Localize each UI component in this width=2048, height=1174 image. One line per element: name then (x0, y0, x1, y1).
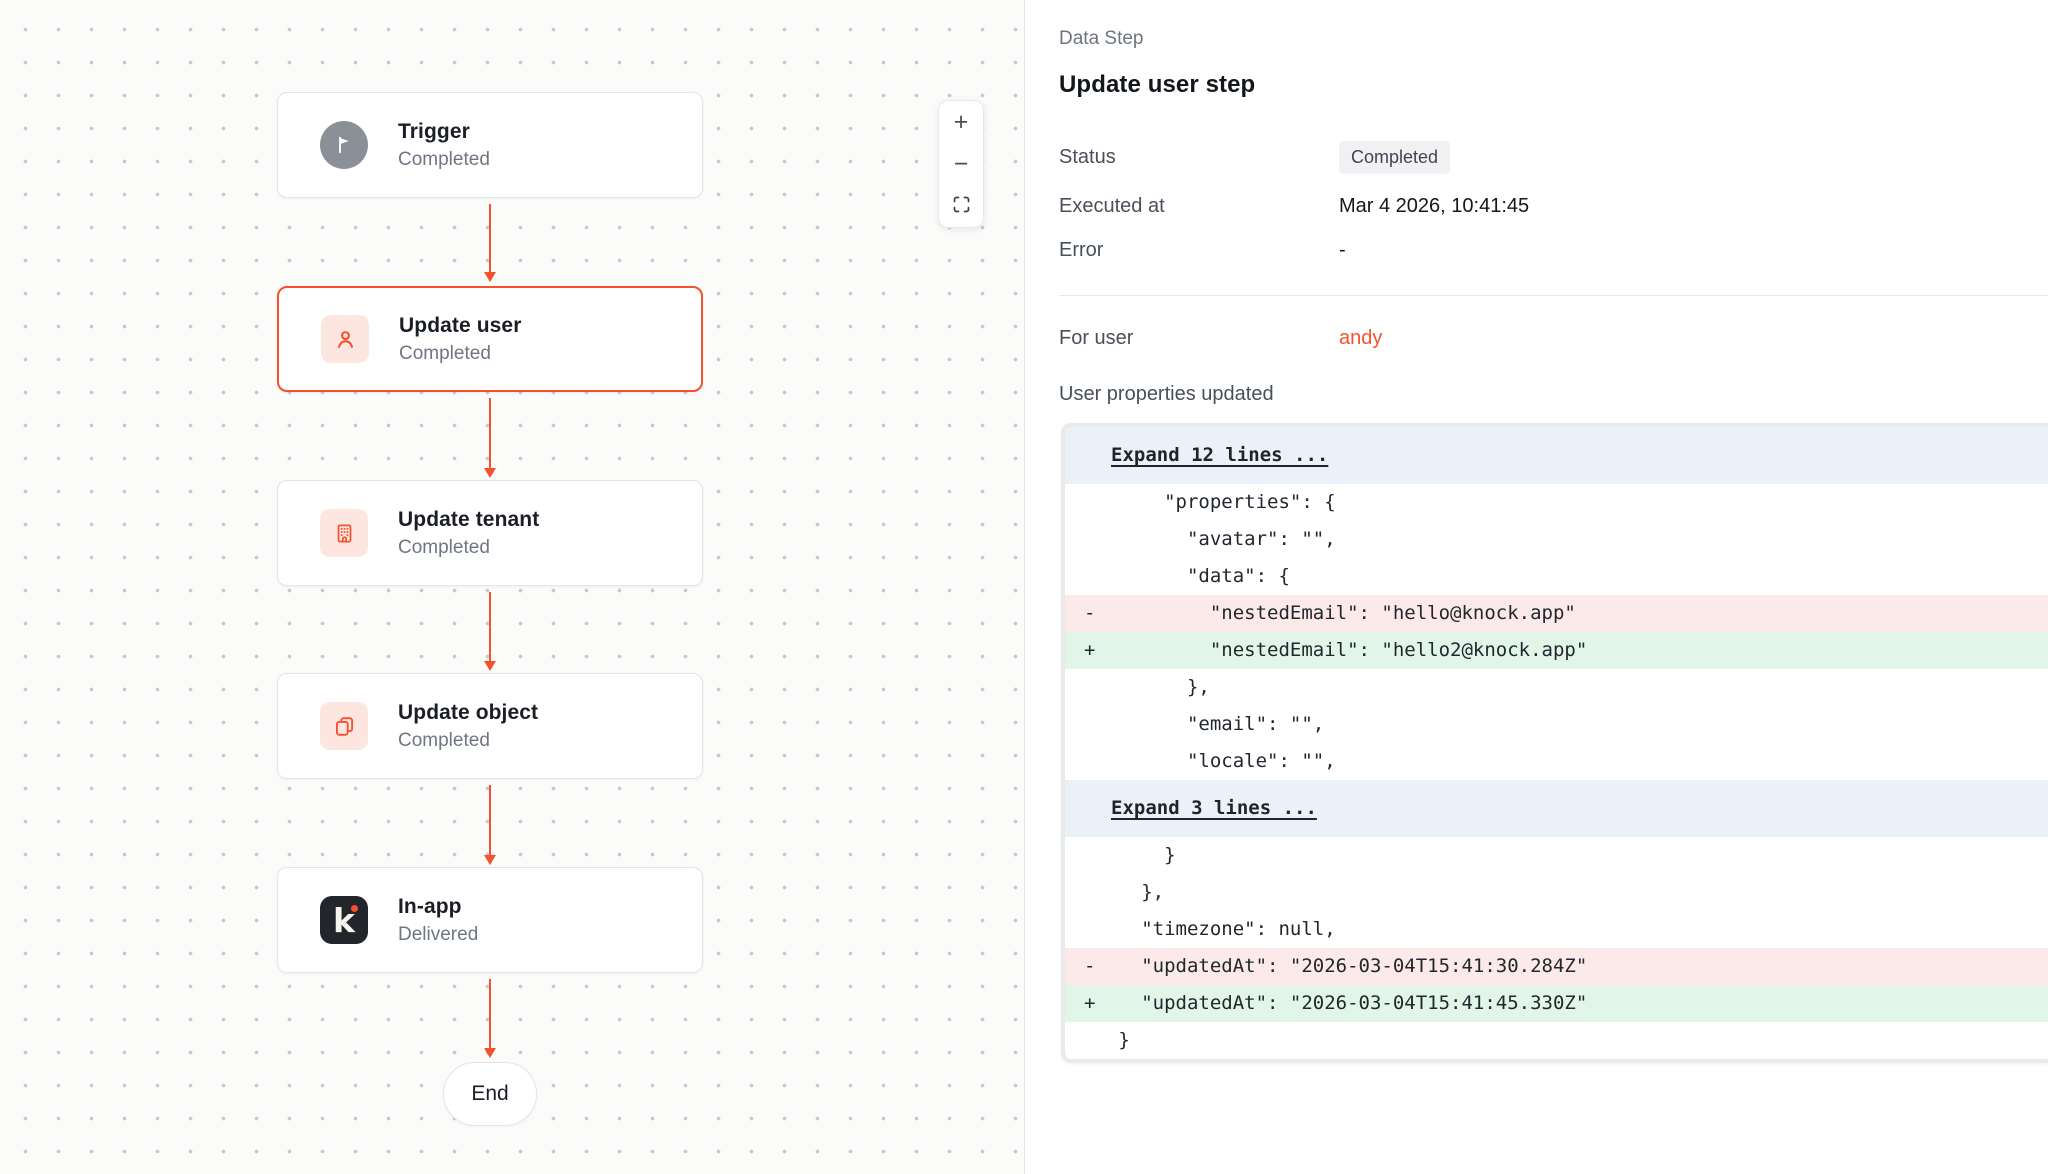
diff-line-context: "email": "", (1084, 713, 1325, 735)
diff-heading: User properties updated (1059, 383, 1274, 405)
user-icon (321, 315, 369, 363)
node-title: Update tenant (398, 507, 540, 531)
end-node[interactable]: End (443, 1062, 537, 1126)
expand-lines-link[interactable]: Expand 3 lines ... (1111, 797, 1317, 819)
properties-diff-block: Expand 12 lines ... "properties": { "ava… (1061, 423, 2048, 1063)
fit-view-icon (952, 192, 971, 221)
zoom-out-button[interactable]: − (939, 143, 983, 185)
status-row: Status Completed (1059, 141, 2048, 174)
node-status: Completed (398, 536, 490, 558)
node-status: Completed (398, 729, 490, 751)
workflow-edge-arrow (484, 398, 496, 478)
canvas-zoom-controls: + − (938, 100, 984, 228)
diff-line-context: "properties": { (1084, 491, 1336, 513)
workflow-edge-arrow (484, 785, 496, 865)
diff-line-context: "data": { (1084, 565, 1290, 587)
knock-icon: k (320, 896, 368, 944)
error-label: Error (1059, 239, 1104, 261)
page-title: Update user step (1059, 71, 1256, 98)
diff-expand-row: Expand 12 lines ... (1065, 427, 2048, 484)
notification-dot (351, 905, 358, 912)
section-divider (1059, 295, 2048, 296)
diff-line-context: } (1084, 844, 1176, 866)
for-user-label: For user (1059, 327, 1134, 349)
diff-line-removed: - "updatedAt": "2026-03-04T15:41:30.284Z… (1065, 948, 2048, 985)
expand-lines-link[interactable]: Expand 12 lines ... (1111, 444, 1329, 466)
building-icon (320, 509, 368, 557)
diff-line-context: }, (1084, 881, 1165, 903)
node-status: Completed (398, 148, 490, 170)
step-type-label: Data Step (1059, 28, 1144, 49)
step-detail-panel: Data Step Update user step Status Comple… (1025, 0, 2048, 1174)
step-fields: Status Completed Executed at Mar 4 2026,… (1059, 141, 2048, 262)
diff-line-context: "timezone": null, (1084, 918, 1336, 940)
diff-line-context: "avatar": "", (1084, 528, 1336, 550)
workflow-edge-arrow (484, 979, 496, 1058)
diff-line-removed: - "nestedEmail": "hello@knock.app" (1065, 595, 2048, 632)
workflow-edge-arrow (484, 592, 496, 671)
node-title: Update object (398, 700, 539, 724)
diff-line-added: + "updatedAt": "2026-03-04T15:41:45.330Z… (1065, 985, 2048, 1022)
copy-icon (320, 702, 368, 750)
status-label: Status (1059, 146, 1116, 168)
diff-line-added: + "nestedEmail": "hello2@knock.app" (1065, 632, 2048, 669)
node-title: In-app (398, 894, 462, 918)
canvas-panel-divider (1024, 0, 1025, 1174)
flag-icon (320, 121, 368, 169)
user-link[interactable]: andy (1339, 327, 1383, 349)
diff-line-context: }, (1084, 676, 1210, 698)
fit-view-button[interactable] (939, 185, 983, 227)
status-badge: Completed (1339, 141, 1451, 174)
node-title: Update user (399, 313, 522, 337)
zoom-in-button[interactable]: + (939, 101, 983, 143)
executed-at-label: Executed at (1059, 195, 1165, 217)
node-title: Trigger (398, 119, 470, 143)
node-status: Delivered (398, 923, 479, 945)
diff-line-context: "locale": "", (1084, 750, 1336, 772)
executed-at-row: Executed at Mar 4 2026, 10:41:45 (1059, 195, 2048, 218)
workflow-edge-arrow (484, 204, 496, 282)
for-user-row: For user andy (1059, 327, 2048, 350)
error-value: - (1339, 239, 1346, 261)
diff-line-context: } (1084, 1029, 1130, 1051)
diff-expand-row: Expand 3 lines ... (1065, 780, 2048, 837)
error-row: Error - (1059, 239, 2048, 262)
node-status: Completed (399, 342, 491, 364)
executed-at-value: Mar 4 2026, 10:41:45 (1339, 195, 1530, 217)
